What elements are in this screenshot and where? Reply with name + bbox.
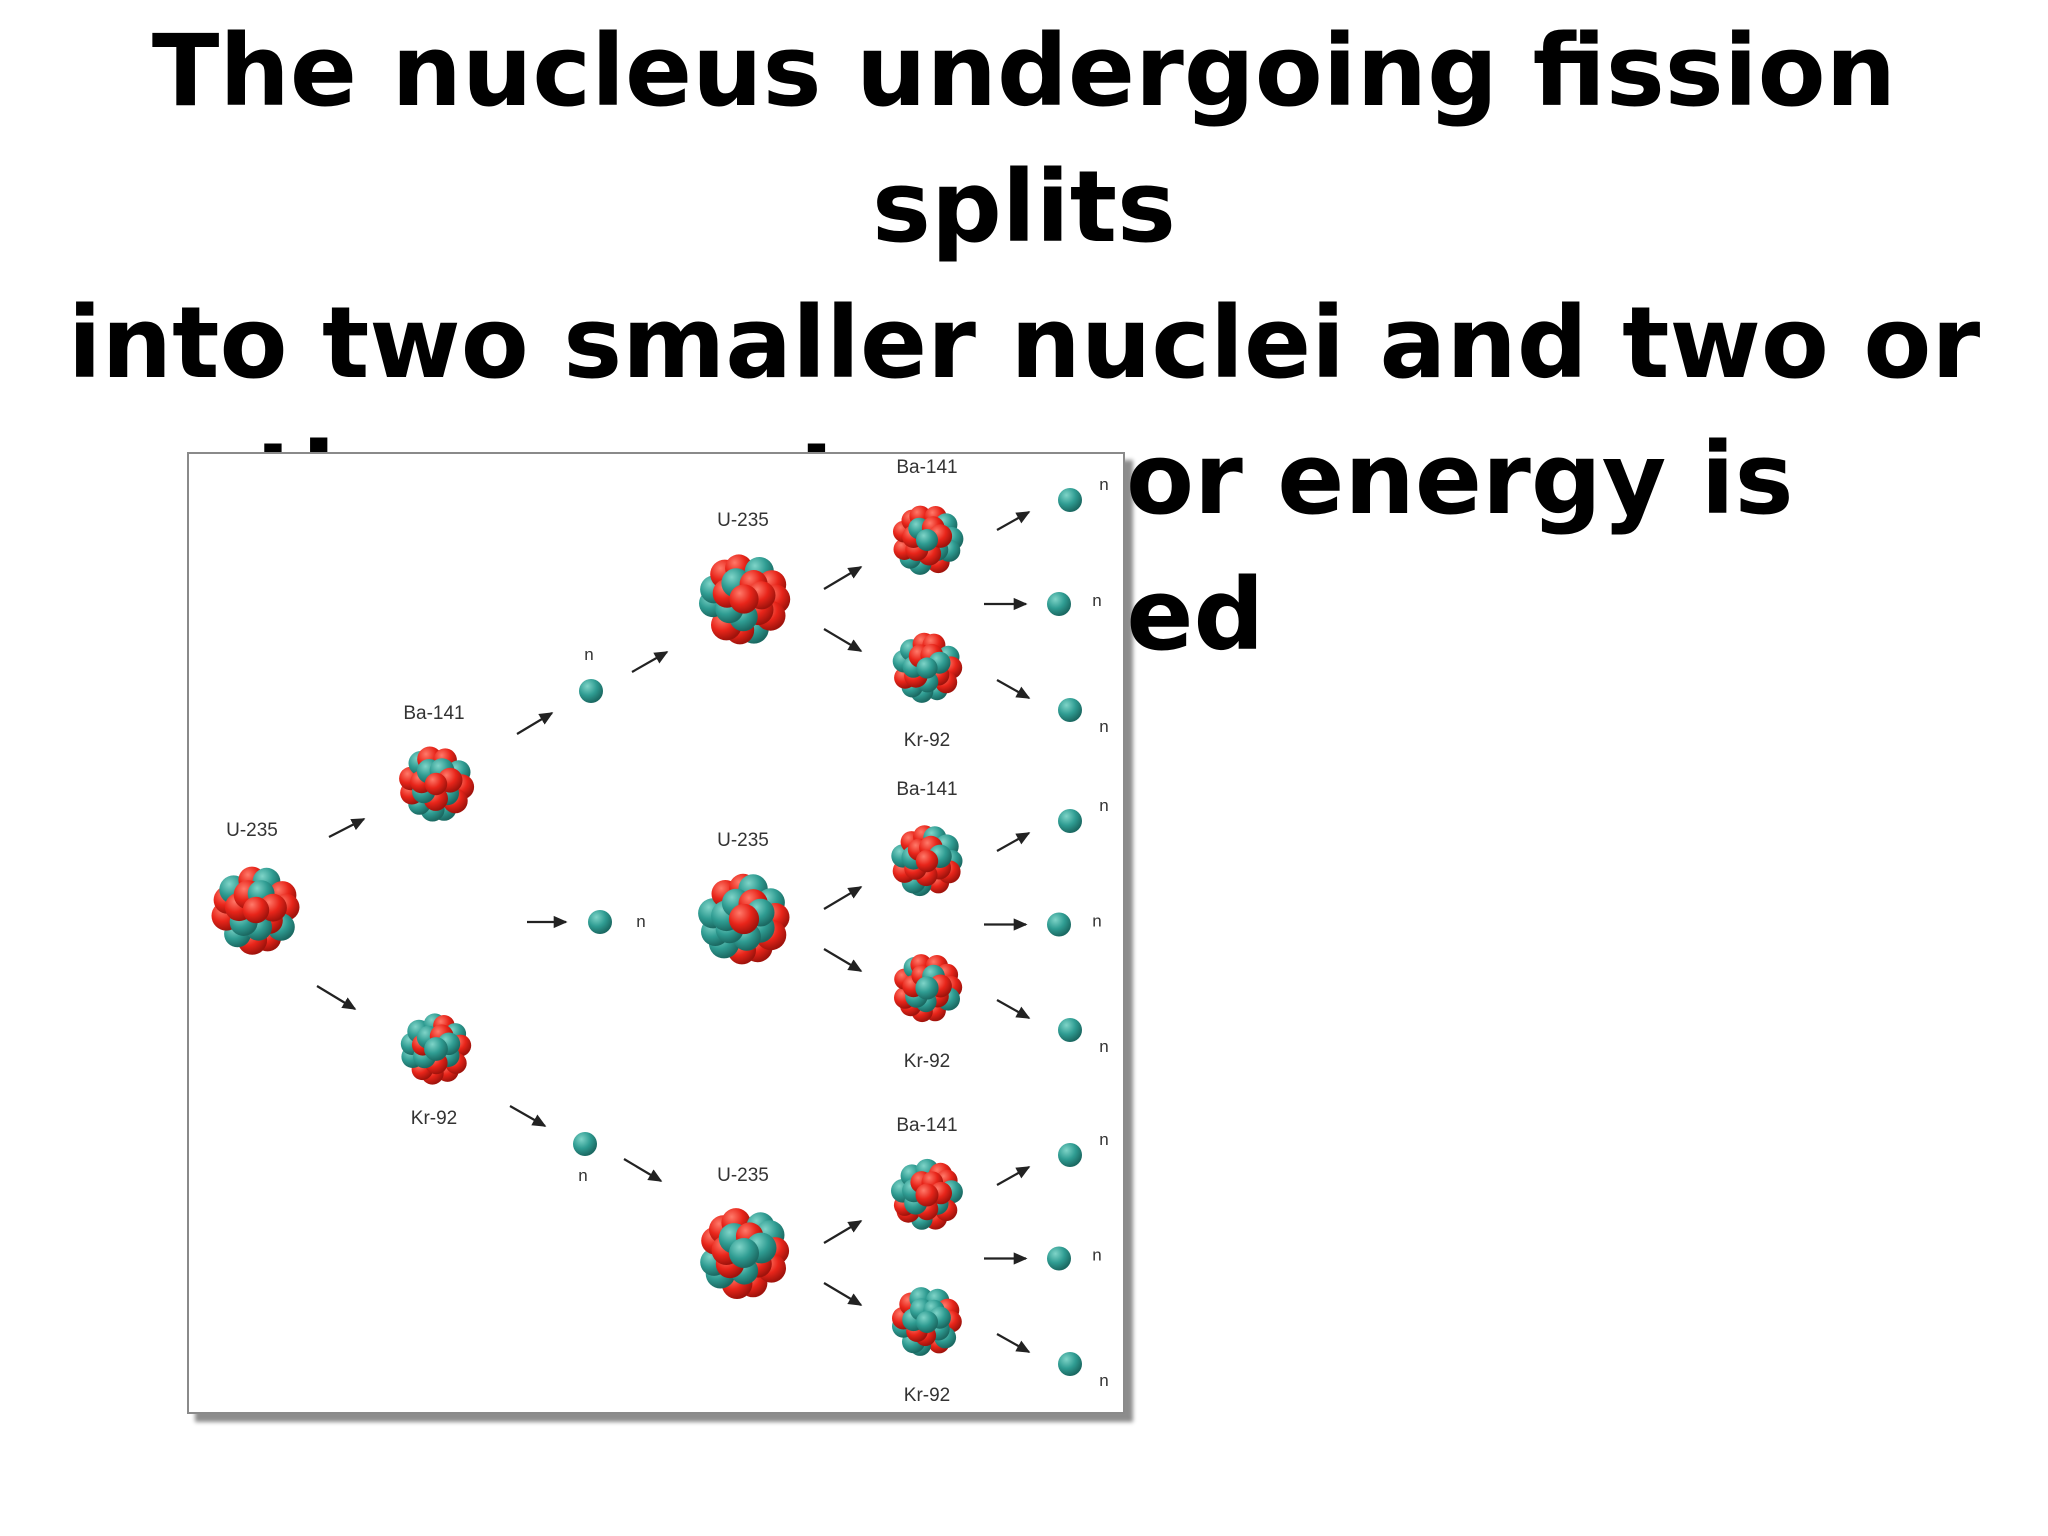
arrow-layer xyxy=(316,511,1031,1353)
label-kr92-stage4-middle: Kr-92 xyxy=(904,1051,950,1072)
neutron-stage4-c-bottom xyxy=(1058,1352,1082,1376)
arrow-to-neutron-c-middle xyxy=(996,999,1031,1019)
kr92-nucleus-stage4-bottom xyxy=(892,1287,962,1356)
arrow-u235-to-kr92-bottom xyxy=(823,1282,863,1306)
fission-diagram-svg: U-235Ba-141Kr-92nnnU-235U-235U-235Ba-141… xyxy=(211,457,1109,1406)
neutron-stage4-b-middle xyxy=(1047,912,1071,937)
arrow-u235-to-ba141-middle xyxy=(823,886,863,910)
neutron-stage4-c-middle xyxy=(1058,1018,1082,1042)
label-neutron-b-top: n xyxy=(1092,591,1101,610)
neutron-stage4-c-top xyxy=(1058,698,1082,722)
arrow-to-neutron-a-bottom xyxy=(996,1166,1031,1186)
label-u235-initial: U-235 xyxy=(226,820,278,841)
neutron-stage4-b-top xyxy=(1047,592,1071,616)
label-neutron-stage2-middle: n xyxy=(636,912,645,931)
label-ba141-stage4-top: Ba-141 xyxy=(896,457,957,478)
u235-nucleus-stage3-top xyxy=(699,554,791,645)
arrow-u235-to-ba141-bottom xyxy=(823,1220,863,1244)
label-kr92-stage4-bottom: Kr-92 xyxy=(904,1385,950,1406)
label-layer: U-235Ba-141Kr-92nnnU-235U-235U-235Ba-141… xyxy=(226,457,1109,1406)
neutron-stage2-bottom xyxy=(573,1132,597,1156)
ba141-nucleus-stage4-top xyxy=(893,505,964,575)
neutron-stage4-a-top xyxy=(1058,488,1082,512)
label-neutron-a-top: n xyxy=(1099,475,1108,494)
arrow-u235-to-ba141-top xyxy=(823,566,863,590)
arrow-to-neutron-top xyxy=(516,712,554,735)
neutron-stage4-a-middle xyxy=(1058,809,1082,833)
neutron-stage2-middle xyxy=(588,910,612,934)
arrow-u235-to-kr92-middle xyxy=(823,948,863,972)
neutron-stage4-a-bottom xyxy=(1058,1143,1082,1167)
arrow-to-neutron-a-middle xyxy=(996,832,1031,852)
title-line-1: The nucleus undergoing fission splits xyxy=(151,14,1897,265)
label-ba141-stage4-bottom: Ba-141 xyxy=(896,1115,957,1136)
ba141-nucleus-stage4-middle xyxy=(891,825,963,897)
neutron-stage2-top xyxy=(579,679,603,703)
label-neutron-stage2-bottom: n xyxy=(578,1166,587,1185)
arrow-u235-to-kr92-top xyxy=(823,628,863,652)
label-u235-stage3-top: U-235 xyxy=(717,510,769,531)
label-neutron-c-bottom: n xyxy=(1099,1371,1108,1390)
label-neutron-a-middle: n xyxy=(1099,796,1108,815)
label-neutron-stage2-top: n xyxy=(584,645,593,664)
kr92-nucleus-stage2 xyxy=(400,1013,472,1085)
kr92-nucleus-stage4-middle xyxy=(894,954,963,1023)
u235-nucleus-stage3-middle xyxy=(698,873,790,965)
ba141-nucleus-stage2 xyxy=(399,746,475,822)
label-kr92-stage2: Kr-92 xyxy=(411,1108,457,1129)
label-neutron-c-top: n xyxy=(1099,717,1108,736)
arrow-to-neutron-c-bottom xyxy=(996,1333,1031,1353)
arrow-to-neutron-bottom xyxy=(509,1105,547,1127)
label-ba141-stage4-middle: Ba-141 xyxy=(896,779,957,800)
label-neutron-c-middle: n xyxy=(1099,1037,1108,1056)
label-neutron-a-bottom: n xyxy=(1099,1130,1108,1149)
kr92-nucleus-stage4-top xyxy=(892,632,963,703)
neutron-stage4-b-bottom xyxy=(1047,1246,1071,1271)
arrow-neutron-bottom-to-u235 xyxy=(623,1158,663,1182)
arrow-u235-to-ba141 xyxy=(328,818,366,838)
label-ba141-stage2: Ba-141 xyxy=(403,703,464,724)
label-u235-stage3-bottom: U-235 xyxy=(717,1165,769,1186)
label-u235-stage3-middle: U-235 xyxy=(717,830,769,851)
arrow-u235-to-kr92 xyxy=(316,985,357,1010)
label-kr92-stage4-top: Kr-92 xyxy=(904,730,950,751)
u235-nucleus-stage3-bottom xyxy=(700,1208,790,1299)
ba141-nucleus-stage4-bottom xyxy=(891,1158,963,1230)
arrow-neutron-top-to-u235 xyxy=(631,651,669,673)
arrow-to-neutron-a-top xyxy=(996,511,1031,531)
label-neutron-b-bottom: n xyxy=(1092,1246,1101,1265)
nucleus-layer xyxy=(211,488,1082,1376)
arrow-to-neutron-c-top xyxy=(996,679,1031,699)
label-neutron-b-middle: n xyxy=(1092,912,1101,931)
title-line-2: into two smaller nuclei and two or xyxy=(67,286,1981,401)
u235-nucleus-initial xyxy=(211,866,300,955)
